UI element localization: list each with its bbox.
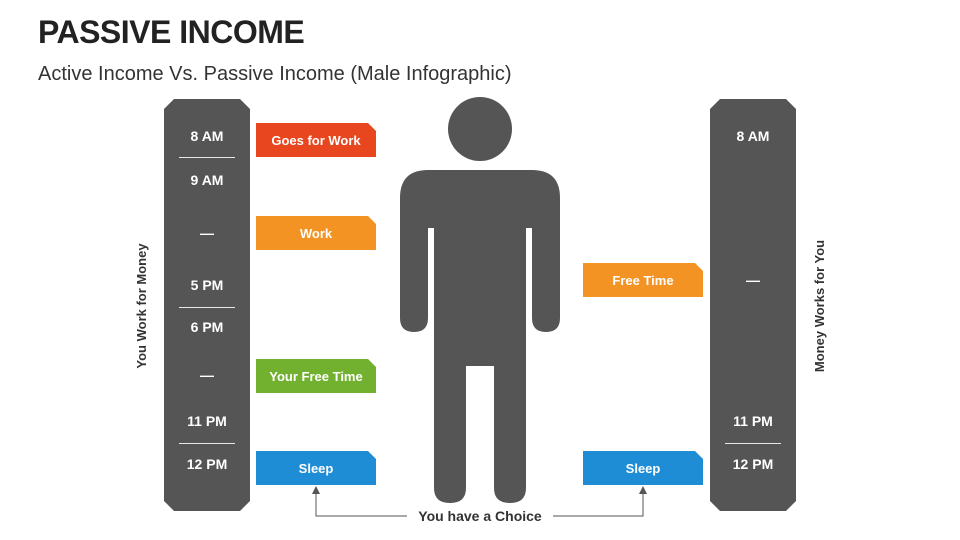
- arrow-up-icon: [312, 486, 320, 494]
- right-timeline-column: 8 AM — 11 PM 12 PM: [710, 99, 796, 511]
- person-silhouette-icon: [400, 97, 560, 503]
- left-time-6pm: 6 PM: [190, 319, 224, 335]
- choice-label: You have a Choice: [418, 508, 542, 524]
- left-time-8am: 8 AM: [190, 128, 224, 144]
- tag-goes-for-work: Goes for Work: [256, 123, 376, 157]
- right-time-8am: 8 AM: [736, 128, 770, 144]
- choice-connector-left: [315, 492, 407, 517]
- left-divider: [179, 157, 235, 158]
- tag-your-free-time: Your Free Time: [256, 359, 376, 393]
- left-time-11pm: 11 PM: [187, 413, 227, 429]
- left-time-dash-2: —: [200, 367, 214, 383]
- tag-free-time: Free Time: [583, 263, 703, 297]
- tag-sleep-left: Sleep: [256, 451, 376, 485]
- left-divider: [179, 307, 235, 308]
- right-time-12pm: 12 PM: [732, 456, 774, 472]
- left-time-5pm: 5 PM: [190, 277, 224, 293]
- left-time-12pm: 12 PM: [186, 456, 228, 472]
- left-timeline-column: 8 AM 9 AM — 5 PM 6 PM — 11 PM 12 PM: [164, 99, 250, 511]
- left-divider: [179, 443, 235, 444]
- choice-connector-right: [553, 492, 644, 517]
- page-title: PASSIVE INCOME: [38, 14, 305, 50]
- left-time-9am: 9 AM: [190, 172, 224, 188]
- right-time-11pm: 11 PM: [733, 413, 773, 429]
- tag-work: Work: [256, 216, 376, 250]
- left-time-dash-1: —: [200, 225, 214, 241]
- page-subtitle: Active Income Vs. Passive Income (Male I…: [38, 63, 512, 85]
- right-time-dash: —: [746, 272, 760, 288]
- arrow-up-icon: [639, 486, 647, 494]
- right-divider: [725, 443, 781, 444]
- tag-sleep-right: Sleep: [583, 451, 703, 485]
